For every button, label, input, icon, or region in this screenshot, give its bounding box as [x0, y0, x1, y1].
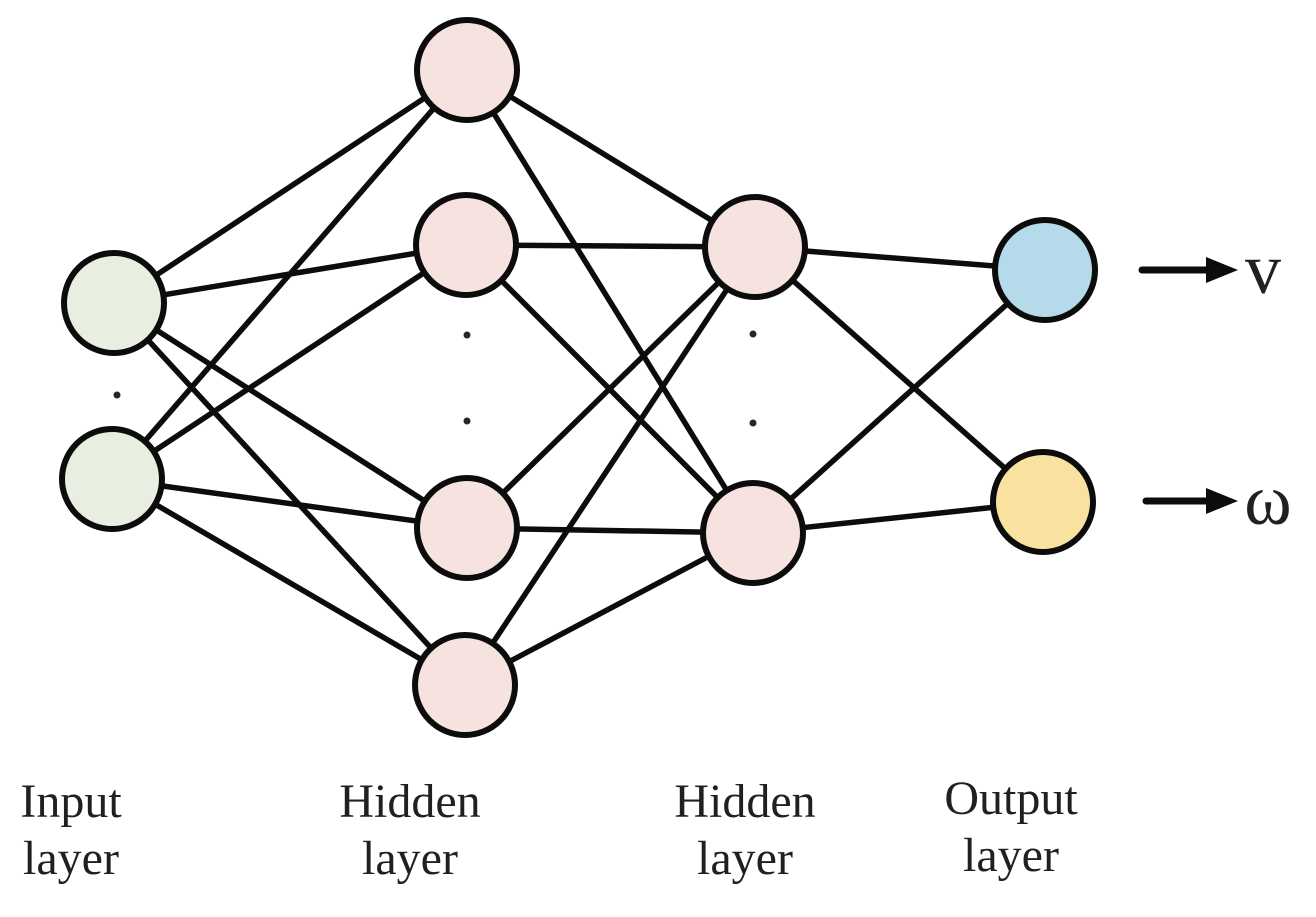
output-arrow-head	[1206, 488, 1238, 514]
connection-edge	[465, 67, 757, 250]
ellipsis-dot	[463, 331, 471, 339]
output-arrow-head	[1206, 257, 1238, 283]
node-h1a	[414, 17, 520, 123]
node-h1c	[414, 475, 520, 581]
ellipsis-dot	[749, 330, 757, 338]
ellipsis-dot	[749, 419, 757, 427]
hidden-layer-1-label: Hidden layer	[339, 773, 480, 887]
connection-edge	[751, 267, 1047, 536]
connection-edge	[462, 245, 758, 687]
ellipsis-dot	[463, 417, 471, 425]
ellipsis-dot	[113, 391, 121, 399]
hidden-layer-2-label: Hidden layer	[674, 773, 815, 887]
node-i2	[59, 426, 165, 532]
connection-edge	[463, 530, 755, 688]
output-symbol-v: v	[1245, 229, 1281, 310]
node-i1	[61, 250, 167, 356]
node-h1d	[412, 632, 518, 738]
node-o1	[992, 217, 1098, 323]
connection-edge	[112, 67, 469, 306]
connection-edge	[110, 476, 467, 688]
label-line: layer	[23, 832, 119, 885]
connection-edge	[109, 68, 470, 481]
connection-edge	[753, 244, 1045, 505]
connection-edge	[111, 476, 468, 531]
node-h2a	[702, 194, 808, 300]
connection-edge	[465, 245, 757, 530]
connection-edge	[111, 301, 468, 687]
label-line: layer	[697, 832, 793, 885]
label-line: Input	[20, 775, 122, 828]
label-line: Hidden	[674, 775, 816, 828]
connection-edge	[110, 242, 468, 482]
label-line: layer	[963, 829, 1059, 882]
output-symbol-omega: ω	[1244, 460, 1292, 541]
input-layer-label: Input layer	[20, 773, 121, 887]
label-line: Hidden	[339, 775, 481, 828]
label-line: layer	[362, 832, 458, 885]
node-h1b	[413, 192, 519, 298]
label-line: Output	[944, 772, 1078, 825]
connection-edge	[464, 68, 756, 535]
output-layer-label: Output layer	[944, 770, 1077, 884]
node-o2	[990, 449, 1096, 555]
node-h2b	[700, 480, 806, 586]
connection-edge	[112, 300, 469, 531]
